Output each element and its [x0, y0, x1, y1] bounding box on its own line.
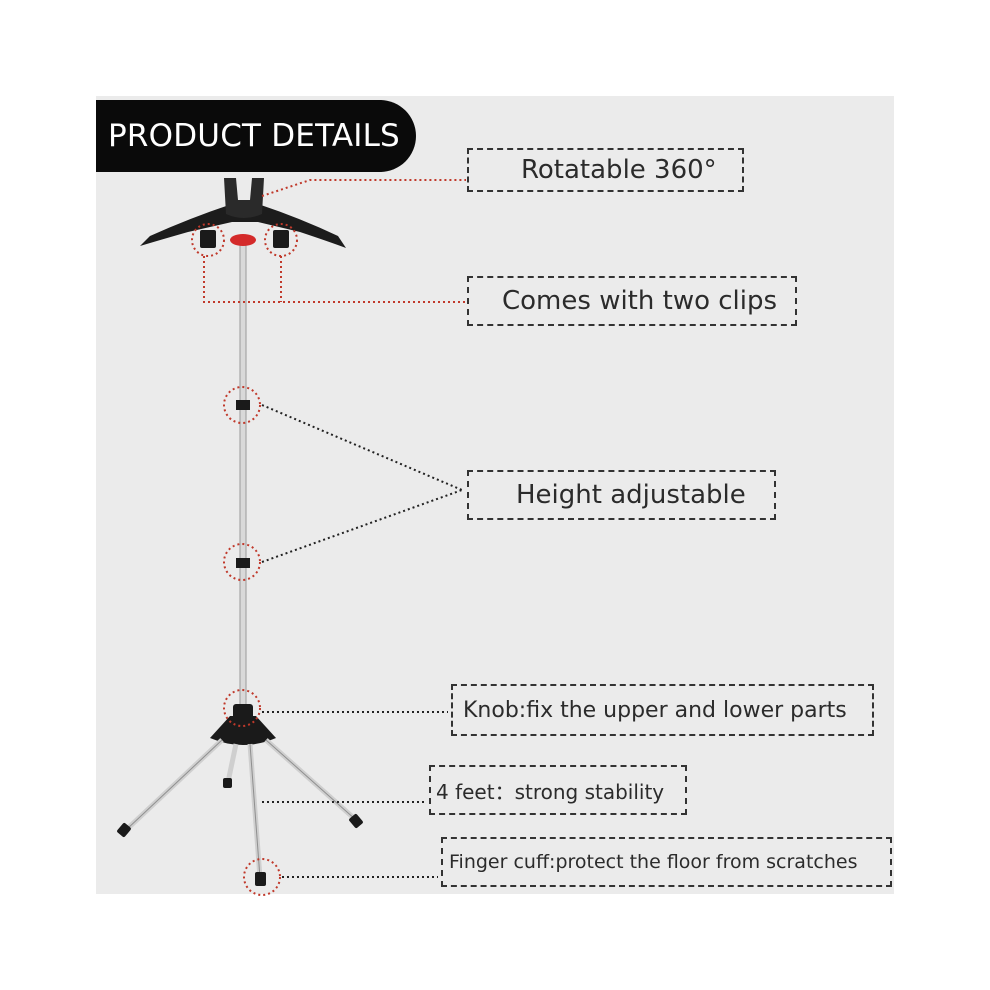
- callout-height: Height adjustable: [467, 470, 776, 520]
- rotation-leader: [261, 179, 466, 197]
- finger-cuff-front: [255, 872, 266, 886]
- circle-lower-lock: [223, 543, 261, 581]
- lower-height-lock: [236, 558, 250, 568]
- finger-cuff-left: [117, 823, 131, 837]
- tripod-base-hub: [210, 716, 276, 745]
- stand-pole: [239, 239, 247, 711]
- callout-finger-cuff: Finger cuff:protect the floor from scrat…: [441, 837, 892, 887]
- circle-upper-lock: [223, 386, 261, 424]
- callout-feet: 4 feet：strong stability: [429, 765, 687, 815]
- clips-leader: [203, 256, 466, 303]
- callout-knob: Knob:fix the upper and lower parts: [451, 684, 874, 736]
- black-leader-lines: [261, 404, 463, 878]
- upper-height-lock: [236, 400, 250, 410]
- callout-clips: Comes with two clips: [467, 276, 797, 326]
- callout-rotatable: Rotatable 360°: [467, 148, 744, 192]
- height-leader-bottom: [261, 489, 463, 563]
- page-title: PRODUCT DETAILS: [96, 100, 416, 172]
- leg-back: [225, 743, 239, 783]
- highlight-circles: [191, 223, 298, 896]
- height-leader-top: [261, 404, 463, 491]
- circle-knob: [223, 689, 261, 727]
- rotation-collar: [230, 234, 256, 246]
- circle-left-clip: [191, 223, 225, 257]
- product-panel: [96, 96, 894, 894]
- circle-front-cuff: [243, 858, 281, 896]
- red-leader-lines: [203, 179, 466, 303]
- left-clip-icon: [200, 230, 216, 248]
- right-clip-icon: [273, 230, 289, 248]
- hanger-fork: [224, 178, 264, 218]
- finger-cuff-right: [349, 814, 363, 828]
- finger-cuff-back: [223, 778, 232, 788]
- circle-right-clip: [264, 223, 298, 257]
